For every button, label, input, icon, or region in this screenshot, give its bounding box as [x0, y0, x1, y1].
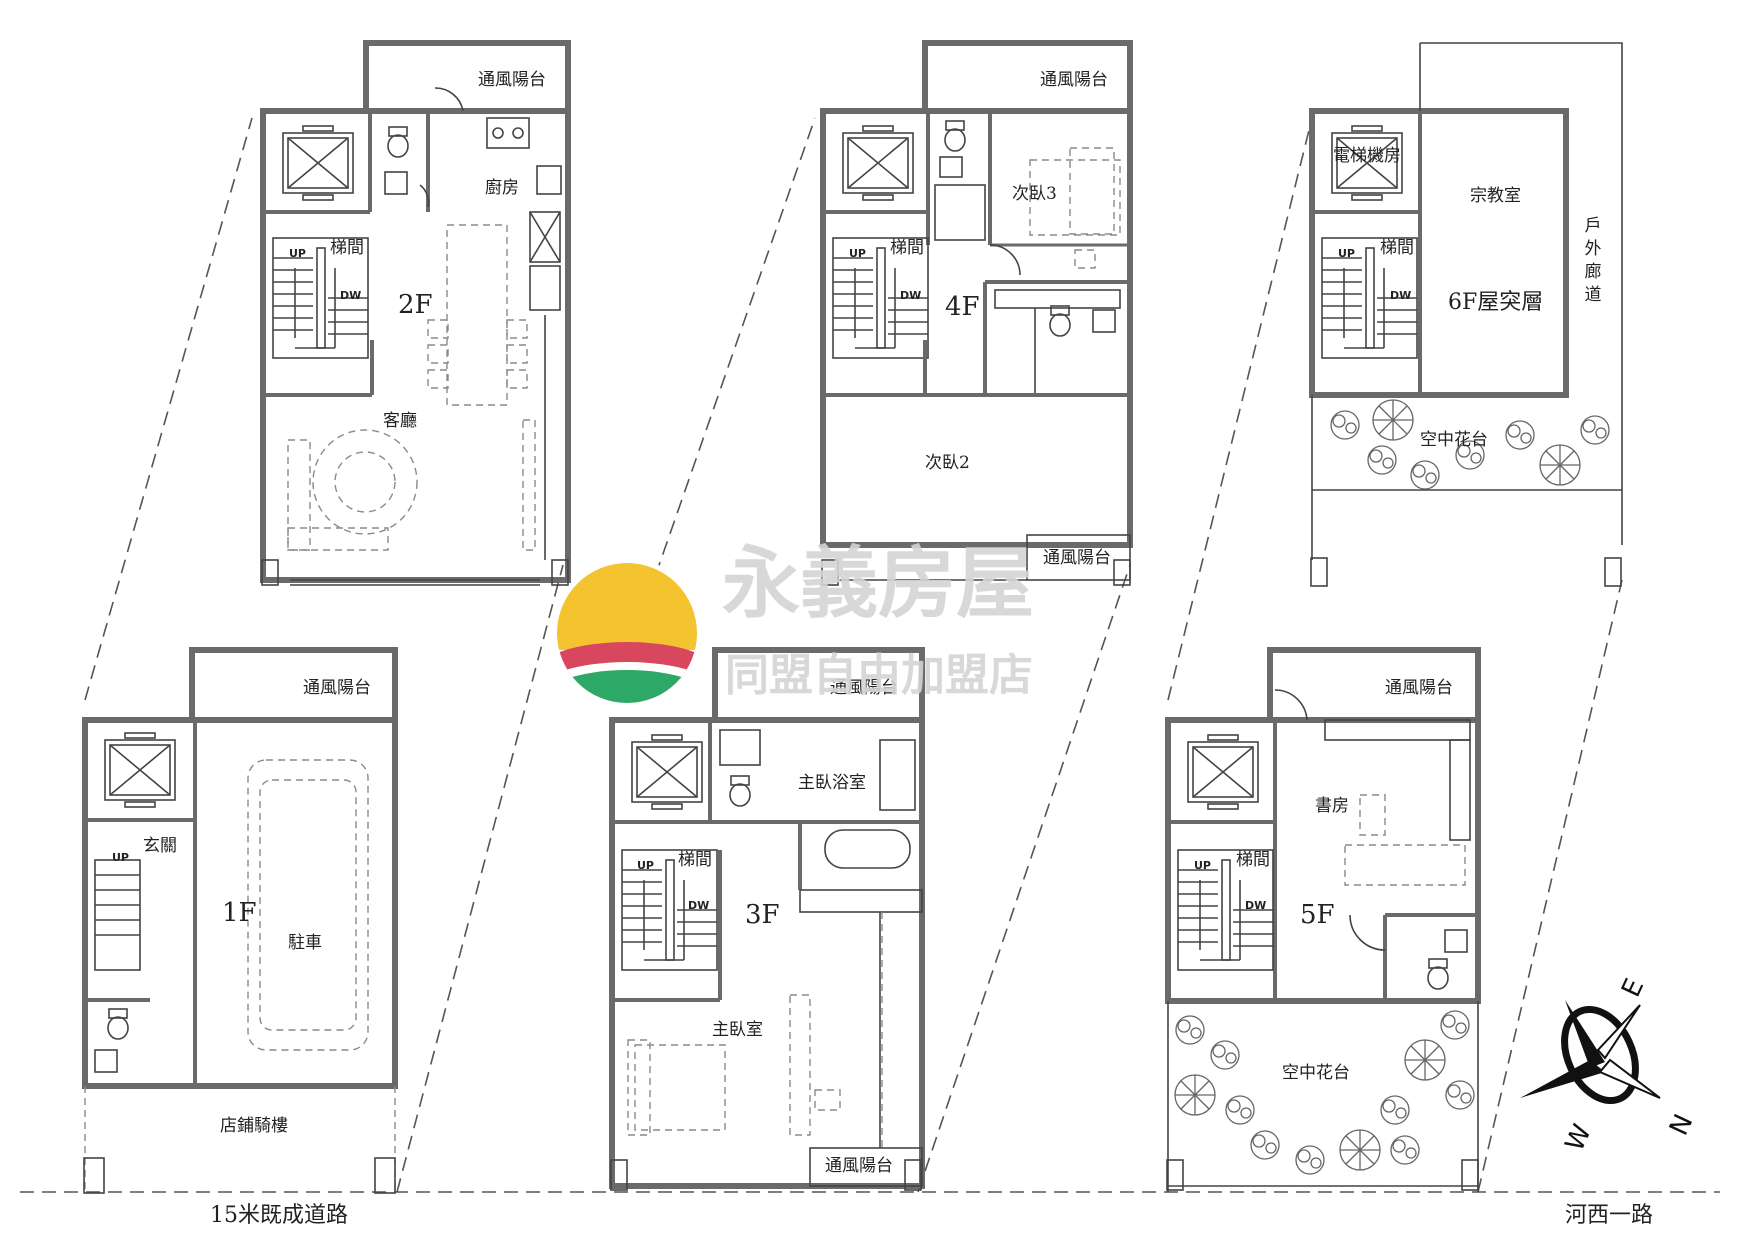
- f5-stair-down-label: DW: [1245, 899, 1267, 912]
- floor-plan-4f: [820, 40, 1133, 586]
- road-left-label: 15米既成道路: [210, 1203, 348, 1228]
- f5-stair-up-label: UP: [1194, 859, 1211, 872]
- floor-plan-1f: [82, 647, 398, 1194]
- f2-stairwell-label: 梯間: [330, 238, 364, 258]
- projection-lines: [84, 117, 1623, 1193]
- f4-floor-label: 4F: [945, 292, 980, 322]
- f1-arcade-label: 店鋪騎樓: [220, 1116, 288, 1136]
- f3-stair-down-label: DW: [688, 899, 710, 912]
- f1-floor-label: 1F: [222, 898, 257, 928]
- f4-vent-balcony-top-label: 通風陽台: [1040, 70, 1108, 90]
- f1-entrance-label: 玄關: [143, 836, 177, 856]
- compass-icon: [1520, 1000, 1661, 1105]
- f4-stair-down-label: DW: [900, 289, 922, 302]
- f6-stair-down-label: DW: [1390, 289, 1412, 302]
- f1-parking-label: 駐車: [288, 933, 322, 953]
- f5-sky-garden-label: 空中花台: [1282, 1063, 1350, 1083]
- floor-plan-6f: [1309, 42, 1623, 587]
- f5-floor-label: 5F: [1300, 900, 1335, 930]
- f2-stair-down-label: DW: [340, 289, 362, 302]
- f1-stair-up-label: UP: [112, 851, 129, 864]
- f3-vent-balcony-bottom-label: 通風陽台: [825, 1156, 893, 1176]
- f6-stair-up-label: UP: [1338, 247, 1355, 260]
- f1-vent-balcony-label: 通風陽台: [303, 678, 371, 698]
- f3-vent-balcony-top-label: 通風陽台: [830, 678, 898, 698]
- f3-floor-label: 3F: [745, 900, 780, 930]
- f4-bedroom3-label: 次臥3: [1012, 184, 1057, 204]
- f5-vent-balcony-label: 通風陽台: [1385, 678, 1453, 698]
- f3-master-bath-label: 主臥浴室: [798, 773, 866, 793]
- f6-shrine-room-label: 宗教室: [1470, 186, 1521, 206]
- f2-kitchen-label: 廚房: [485, 178, 519, 198]
- f6-elevator-room-label: 電梯機房: [1333, 146, 1401, 166]
- f5-stairwell-label: 梯間: [1236, 850, 1270, 870]
- f2-living-room-label: 客廳: [383, 411, 417, 431]
- watermark-subtitle: 同盟自由加盟店: [725, 650, 1033, 701]
- floor-plan-3f: [609, 647, 925, 1191]
- f5-study-label: 書房: [1315, 796, 1349, 816]
- road-right-label: 河西一路: [1565, 1203, 1654, 1228]
- f6-floor-label: 6F屋突層: [1448, 290, 1544, 315]
- f2-floor-label: 2F: [398, 290, 433, 320]
- f2-vent-balcony-label: 通風陽台: [478, 70, 546, 90]
- f3-stair-up-label: UP: [637, 859, 654, 872]
- f3-stairwell-label: 梯間: [678, 850, 712, 870]
- f3-master-bedroom-label: 主臥室: [712, 1020, 763, 1040]
- f4-stairwell-label: 梯間: [890, 238, 924, 258]
- f6-sky-garden-label: 空中花台: [1420, 430, 1488, 450]
- f6-stairwell-label: 梯間: [1380, 238, 1414, 258]
- f6-outdoor-corridor-label: 戶外廊道: [1584, 216, 1602, 305]
- watermark-brand: 永義房屋: [722, 539, 1035, 629]
- f2-stair-up-label: UP: [289, 247, 306, 260]
- floor-plan-5f: [1165, 647, 1481, 1192]
- f4-bedroom2-label: 次臥2: [925, 453, 970, 473]
- floor-plan-2f: [260, 40, 571, 586]
- f4-vent-balcony-bottom-label: 通風陽台: [1043, 548, 1111, 568]
- f4-stair-up-label: UP: [849, 247, 866, 260]
